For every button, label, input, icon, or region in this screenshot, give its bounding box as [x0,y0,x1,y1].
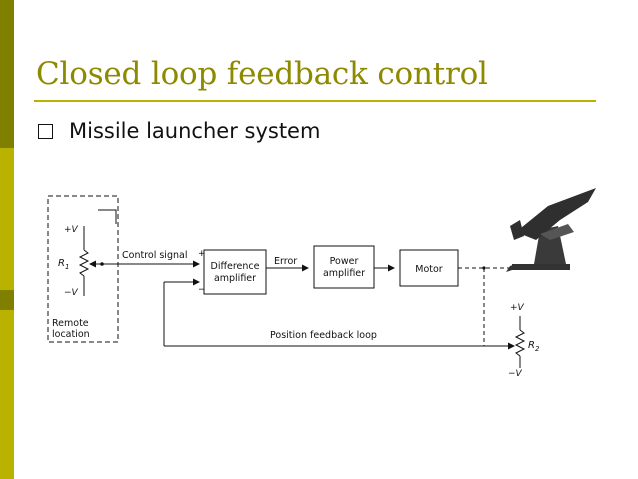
motor-label: Motor [415,264,443,275]
r2-resistor-icon [514,329,526,357]
missile-launcher-icon [506,188,596,272]
power-amplifier-line1: Power [330,256,359,267]
slide-title: Closed loop feedback control [36,56,488,92]
r1-label: R1 [58,258,69,271]
remote-location-line2: location [52,329,90,340]
position-feedback-loop-label: Position feedback loop [270,330,377,341]
motor-block [399,249,459,287]
power-amplifier-block [313,245,375,289]
accent-bar-dark-segment-mid [0,290,14,310]
title-underline [34,100,596,102]
accent-sidebar [0,0,14,479]
r1-resistor-icon [78,249,90,277]
error-label: Error [274,256,297,267]
remote-location-line1: Remote [52,318,89,329]
minus-v-left-label: −V [64,288,79,298]
missile-launcher-diagram: +V R1 −V Remote location Control signal … [47,188,596,379]
minus-sign-label: − [198,285,206,295]
remote-location-box [47,195,119,343]
bullet-text: Missile launcher system [69,119,321,143]
difference-amplifier-line2: amplifier [214,273,256,284]
accent-bar-dark-segment-top [0,0,14,148]
plus-v-right-label: +V [510,303,525,313]
minus-v-right-label: −V [508,369,523,379]
plus-sign-label: + [198,249,206,259]
r2-label: R2 [528,340,540,353]
bullet-item: Missile launcher system [38,119,320,143]
difference-amplifier-block [203,249,267,295]
control-signal-label: Control signal [122,250,187,261]
square-bullet-icon [38,123,53,139]
difference-amplifier-line1: Difference [211,261,260,272]
power-amplifier-line2: amplifier [323,268,365,279]
plus-v-left-label: +V [64,225,79,235]
